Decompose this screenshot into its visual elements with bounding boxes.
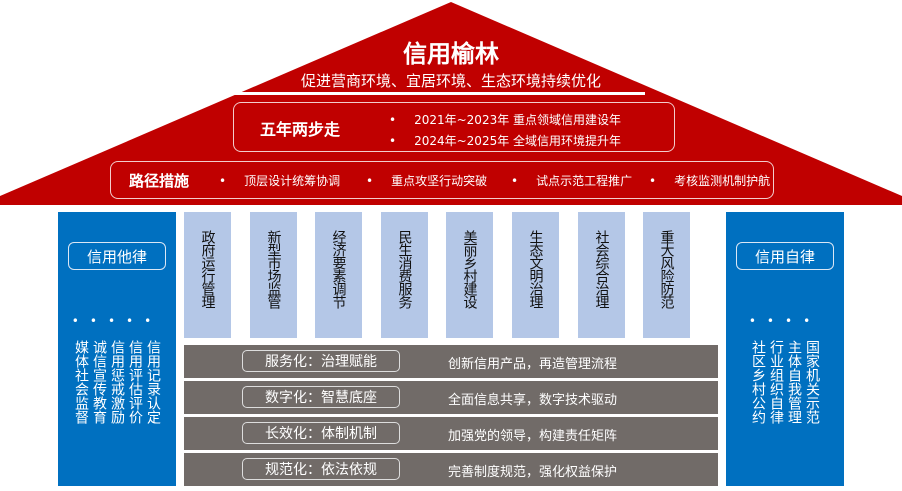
pillar-label: 生态文明治理 (527, 230, 544, 308)
step-item: 2021年~2023年 重点领域信用建设年 (389, 111, 621, 128)
left-col: 诚信宣传教育 (91, 340, 107, 424)
foundation-tag: 服务化：治理赋能 (242, 350, 400, 372)
foundation-tag: 规范化：依法依规 (242, 458, 400, 480)
path-item: 试点示范工程推广 (511, 172, 632, 189)
foundation-desc: 完善制度规范，强化权益保护 (448, 465, 618, 480)
pillar-label: 政府运行管理 (199, 230, 216, 308)
roof (0, 2, 902, 205)
pillar: 民生消费服务 (381, 212, 428, 338)
pillar: 美丽乡村建设 (446, 212, 493, 338)
left-panel-title: 信用他律 (68, 242, 166, 270)
left-col: 信用记录认定 (145, 340, 161, 424)
left-col: 信用评估评价 (127, 340, 143, 424)
right-col: 社区乡村公约 (750, 340, 766, 424)
foundation-row: 规范化：依法依规 完善制度规范，强化权益保护 (184, 453, 718, 486)
path-measures-box: 路径措施 顶层设计统筹协调 重点攻坚行动突破 试点示范工程推广 考核监测机制护航 (110, 161, 774, 199)
pillar-label: 经济要素调节 (330, 230, 347, 308)
right-panel-autonomy: 信用自律 •••• 社区乡村公约 行业组织自律 主体自我管理 国家机关示范 (726, 212, 844, 486)
left-panel-heteronomy: 信用他律 ••••• 媒体社会监督 诚信宣传教育 信用惩戒激励 信用评估评价 信… (58, 212, 176, 486)
pillar: 经济要素调节 (315, 212, 362, 338)
pillar: 新型市场监管 (250, 212, 297, 338)
foundation-row: 数字化：智慧底座 全面信息共享，数字技术驱动 (184, 381, 718, 414)
path-item: 顶层设计统筹协调 (219, 172, 340, 189)
subtitle: 促进营商环境、宜居环境、生态环境持续优化 (300, 72, 601, 90)
bullet-dots: ••••• (71, 314, 163, 328)
foundation-desc: 创新信用产品，再造管理流程 (448, 357, 618, 372)
path-label: 路径措施 (129, 172, 190, 190)
foundation-row: 长效化：体制机制 加强党的领导，构建责任矩阵 (184, 417, 718, 450)
step-item: 2024年~2025年 全域信用环境提升年 (389, 132, 621, 149)
pillar-label: 社会综合治理 (593, 230, 610, 308)
foundation-desc: 全面信息共享，数字技术驱动 (448, 393, 618, 408)
pillar: 生态文明治理 (512, 212, 559, 338)
right-col: 行业组织自律 (768, 340, 784, 424)
pillar-label: 新型市场监管 (265, 230, 282, 308)
left-col: 媒体社会监督 (73, 340, 89, 424)
divider (215, 92, 645, 95)
path-item: 考核监测机制护航 (649, 172, 770, 189)
right-col: 主体自我管理 (786, 340, 802, 424)
pillar: 重大风险防范 (643, 212, 690, 338)
right-panel-title: 信用自律 (736, 242, 834, 270)
main-title: 信用榆林 (403, 40, 499, 68)
bullet-dots: •••• (748, 314, 822, 328)
foundation-tag: 数字化：智慧底座 (242, 386, 400, 408)
left-col: 信用惩戒激励 (109, 340, 125, 424)
path-item: 重点攻坚行动突破 (366, 172, 487, 189)
steps-label: 五年两步走 (260, 120, 341, 139)
foundation-row: 服务化：治理赋能 创新信用产品，再造管理流程 (184, 345, 718, 378)
foundation-tag: 长效化：体制机制 (242, 422, 400, 444)
five-year-steps-box: 五年两步走 2021年~2023年 重点领域信用建设年 2024年~2025年 … (233, 102, 675, 152)
pillar-label: 美丽乡村建设 (461, 230, 478, 308)
pillar: 政府运行管理 (184, 212, 231, 338)
pillar: 社会综合治理 (578, 212, 625, 338)
pillar-label: 民生消费服务 (396, 230, 413, 308)
foundation-desc: 加强党的领导，构建责任矩阵 (448, 429, 618, 444)
pillar-label: 重大风险防范 (658, 230, 675, 308)
right-col: 国家机关示范 (804, 340, 820, 424)
